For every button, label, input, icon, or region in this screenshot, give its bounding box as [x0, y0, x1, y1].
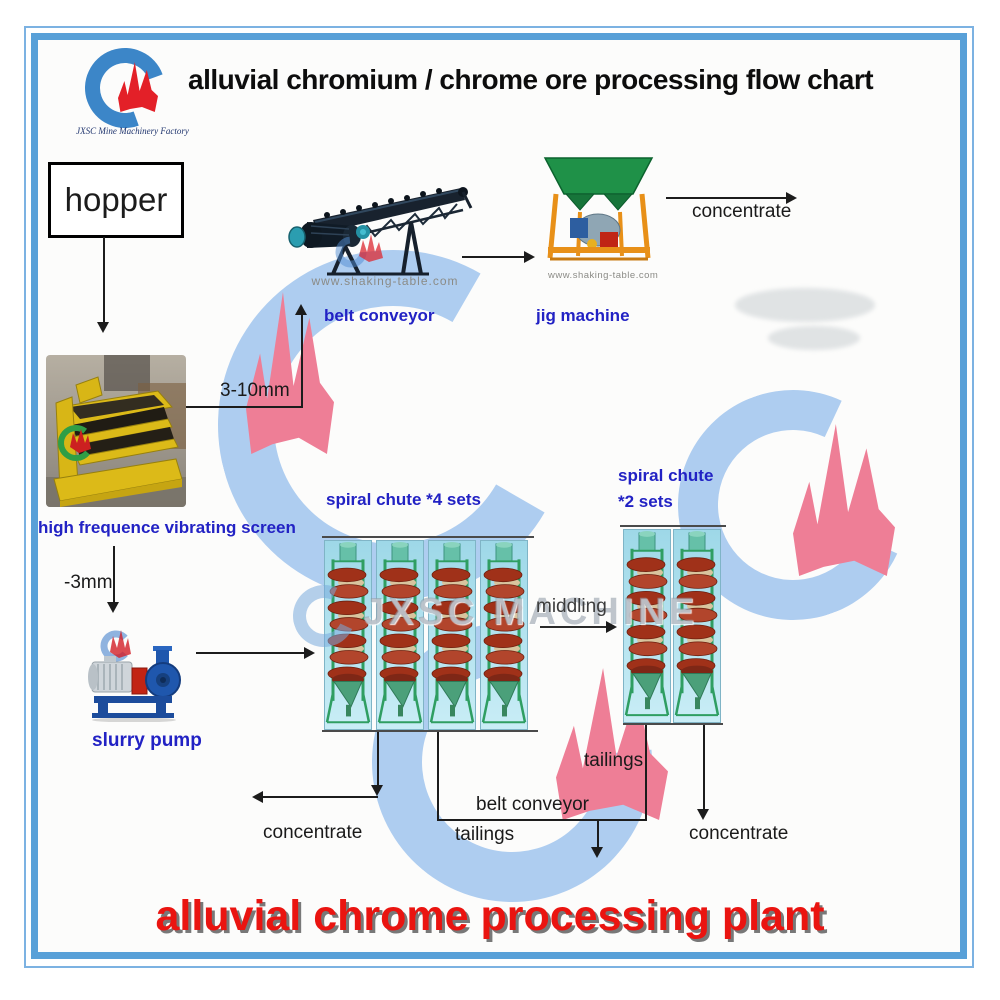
line-chute4-tailings — [437, 732, 439, 821]
arrowhead — [591, 847, 603, 858]
arrowhead — [524, 251, 535, 263]
jig-machine-photo — [543, 157, 654, 261]
slurry-pump-label: slurry pump — [92, 730, 202, 751]
site-watermark-conveyor: www.shaking-table.com — [311, 274, 459, 288]
arrowhead — [697, 809, 709, 820]
slurry-pump-photo — [88, 630, 181, 722]
hopper-box: hopper — [48, 162, 184, 238]
line-chute4-concentrate — [377, 732, 379, 787]
size-under-label: -3mm — [64, 572, 113, 593]
spiral-chute-2-label-line1: spiral chute — [618, 466, 714, 485]
chute4-bottom-bar — [322, 730, 538, 732]
line-chute2-tailings — [645, 725, 647, 821]
tailings-bottom-label: tailings — [455, 824, 515, 845]
belt-conveyor-label: belt conveyor — [324, 306, 435, 325]
arrow-jig-concentrate — [666, 197, 788, 199]
page-title: alluvial chromium / chrome ore processin… — [188, 64, 874, 95]
arrowhead — [786, 192, 797, 204]
arrow-hopper-to-screen — [103, 237, 105, 323]
arrowhead — [371, 785, 383, 796]
tailings-right-label: tailings — [584, 750, 644, 771]
spiral-chute-panel — [623, 529, 671, 723]
outer-border — [24, 26, 974, 968]
middling-label: middling — [536, 596, 607, 617]
line-oversize-up — [301, 314, 303, 408]
belt-conveyor-bottom-label: belt conveyor — [476, 794, 590, 815]
arrowhead — [304, 647, 315, 659]
arrowhead — [97, 322, 109, 333]
arrow-concentrate-left — [262, 796, 378, 798]
belt-conveyor-photo — [288, 187, 473, 276]
line-chute2-concentrate — [703, 725, 705, 811]
arrowhead — [252, 791, 263, 803]
footer-title: alluvial chrome processing plant — [155, 892, 825, 940]
line-screen-oversize — [186, 406, 303, 408]
jig-machine-label: jig machine — [536, 306, 630, 325]
spiral-chute-panel — [376, 540, 424, 730]
line-undersize-down — [113, 546, 115, 604]
concentrate-top-label: concentrate — [692, 201, 792, 222]
arrowhead — [107, 602, 119, 613]
vibrating-screen-photo — [46, 355, 186, 507]
chute2-bottom-bar — [623, 723, 723, 725]
spiral-chute-2-label-line2: *2 sets — [618, 492, 673, 511]
chute4-top-bar — [322, 536, 534, 538]
line-tailings-out — [597, 821, 599, 849]
spiral-chute-panel — [324, 540, 372, 730]
hopper-label: hopper — [64, 181, 168, 218]
logo-caption: JXSC Mine Machinery Factory — [76, 126, 189, 136]
concentrate-right-label: concentrate — [689, 823, 789, 844]
line-tailings-conveyor — [437, 819, 647, 821]
chute2-top-bar — [620, 525, 726, 527]
arrow-conveyor-to-jig — [462, 256, 526, 258]
concentrate-left-label: concentrate — [263, 822, 363, 843]
arrowhead — [606, 621, 617, 633]
size-over-label: 3-10mm — [220, 380, 290, 401]
vibrating-screen-label: high frequence vibrating screen — [38, 518, 296, 537]
spiral-chute-panel — [428, 540, 476, 730]
spiral-chute-4-label: spiral chute *4 sets — [326, 490, 481, 509]
arrow-middling — [540, 626, 608, 628]
spiral-chute-panel — [480, 540, 528, 730]
site-watermark-jig: www.shaking-table.com — [548, 270, 659, 281]
spiral-chute-panel — [673, 529, 721, 723]
arrowhead — [295, 304, 307, 315]
arrow-pump-to-chutes — [196, 652, 306, 654]
